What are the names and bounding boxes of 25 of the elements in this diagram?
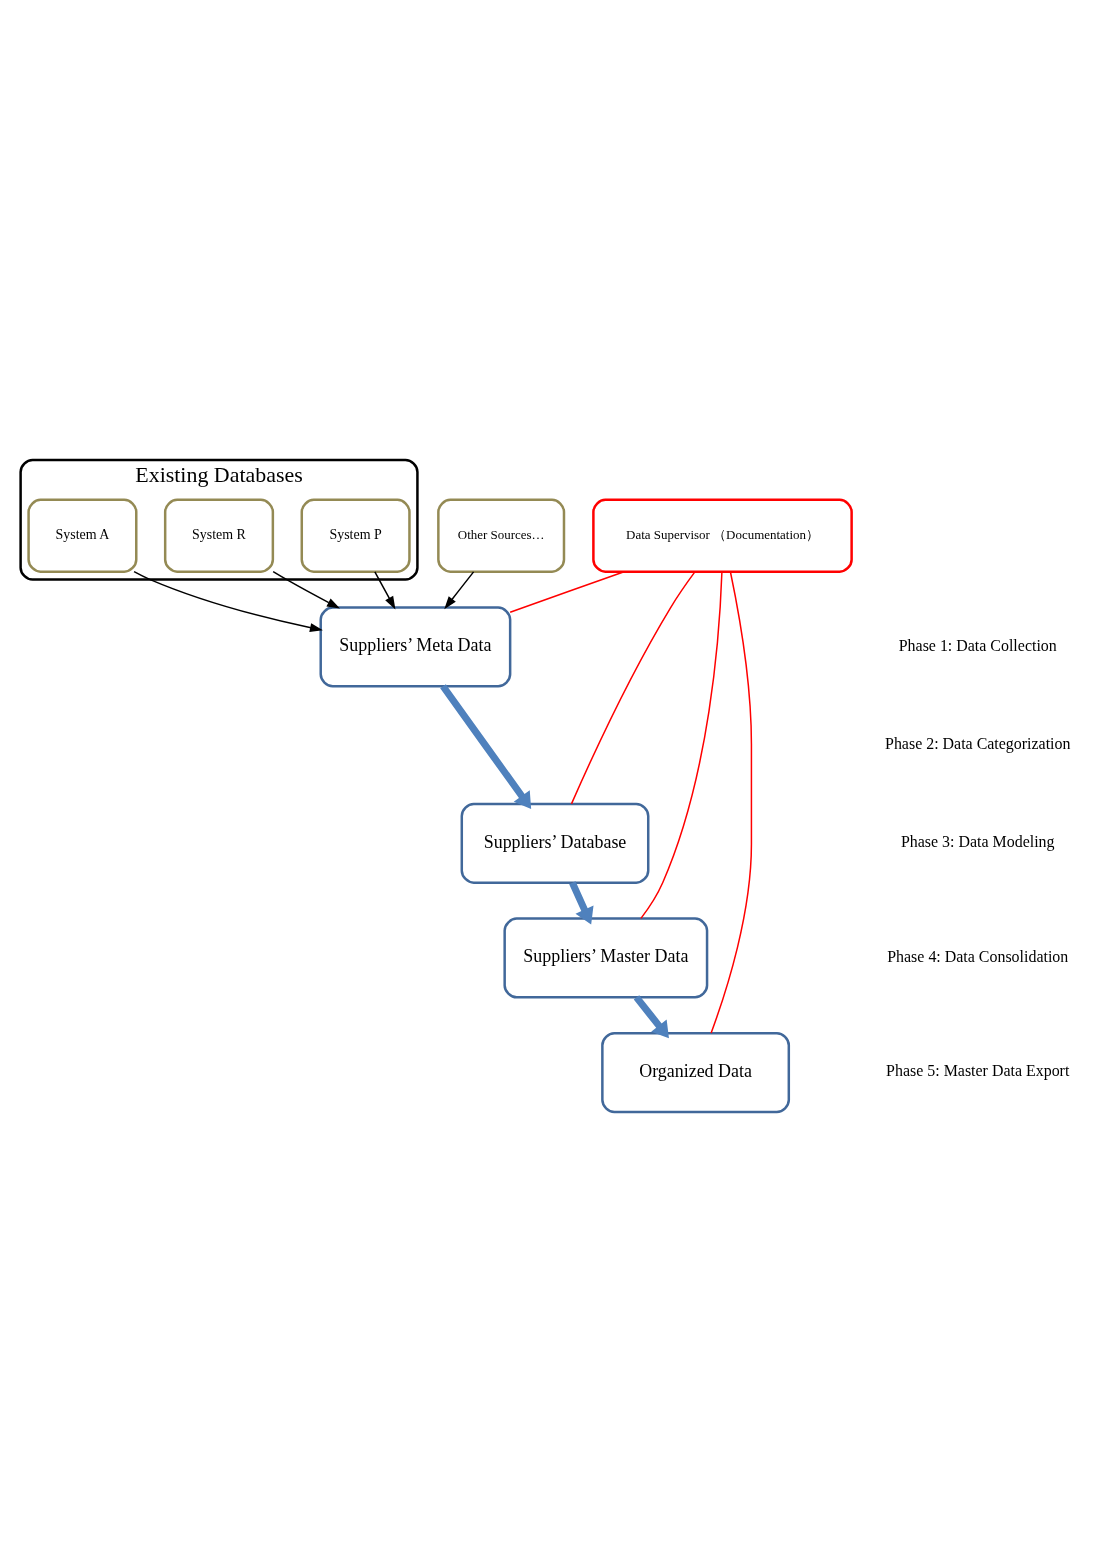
node-box: Suppliers’ Database xyxy=(460,802,650,884)
label: Phase 4: Data Consolidation xyxy=(887,947,1069,965)
node-box: Suppliers’ Master Data xyxy=(503,917,709,999)
arrow xyxy=(272,570,340,609)
node-box: System P xyxy=(300,498,411,573)
arrow xyxy=(440,684,532,810)
node-box: Other Sources… xyxy=(437,498,566,573)
connector xyxy=(509,571,625,613)
arrow xyxy=(633,995,669,1039)
node-box: Organized Data xyxy=(601,1032,791,1114)
label: Phase 5: Master Data Export xyxy=(886,1062,1070,1080)
label: Phase 1: Data Collection xyxy=(898,636,1057,654)
node-box: System A xyxy=(27,498,138,573)
node-box: System R xyxy=(163,498,275,573)
label: Phase 2: Data Categorization xyxy=(885,734,1071,752)
arrow xyxy=(444,571,475,610)
arrow xyxy=(569,881,594,925)
label: Phase 3: Data Modeling xyxy=(900,833,1055,851)
arrow xyxy=(374,571,396,610)
connector xyxy=(710,571,753,1034)
arrow xyxy=(133,570,323,633)
connector xyxy=(570,571,696,805)
node-box: Data Supervisor （Documentation） xyxy=(592,498,853,573)
connector xyxy=(640,570,723,920)
node-box: Suppliers’ Meta Data xyxy=(319,606,512,688)
